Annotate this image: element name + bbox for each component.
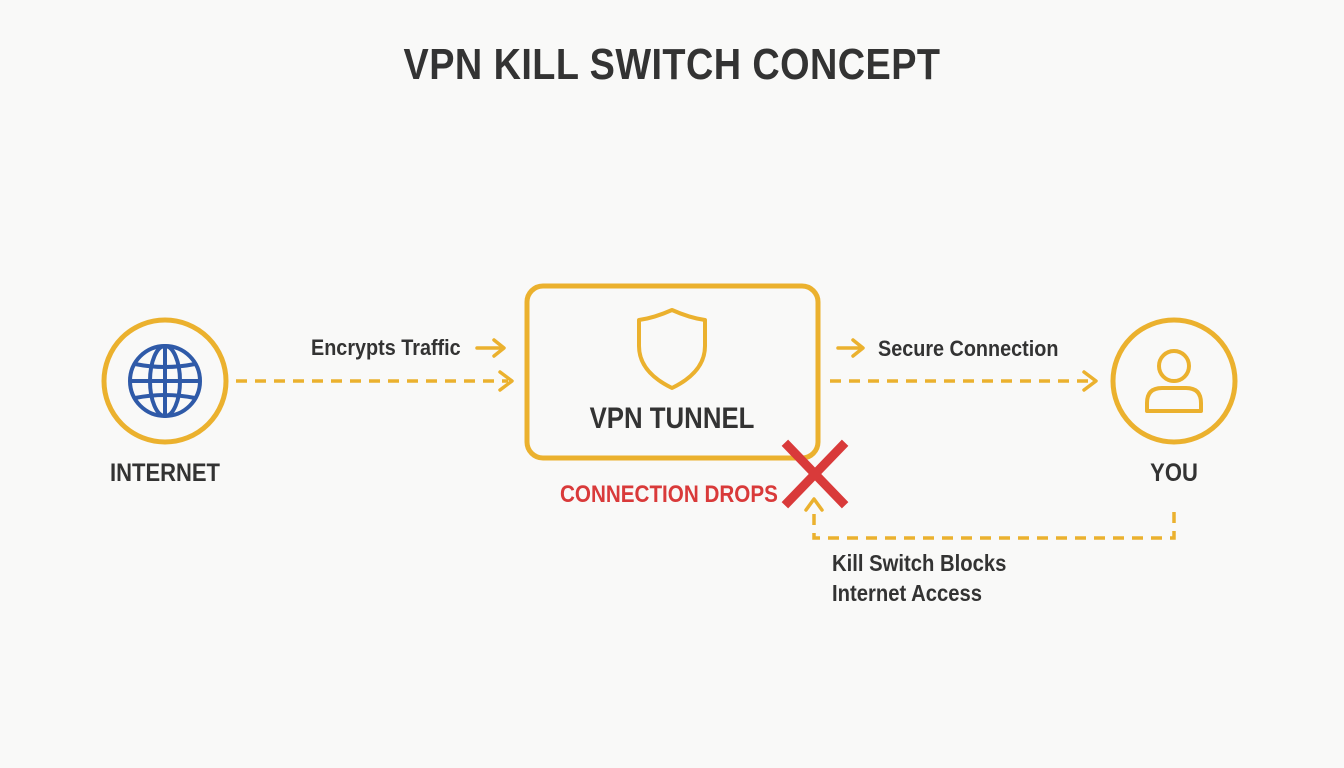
tunnel-box [524,283,821,461]
kill-switch-label-line2: Internet Access [832,580,982,606]
encrypts-arrow-icon [475,338,506,358]
arrow-internet-to-tunnel [236,370,514,392]
arrow-tunnel-to-you [830,370,1098,392]
vpn-tunnel-label: VPN TUNNEL [589,402,755,435]
connection-drops-label: CONNECTION DROPS [560,481,778,508]
you-label: YOU [1150,459,1198,487]
you-node [1110,317,1238,445]
diagram-title: VPN KILL SWITCH CONCEPT [403,40,941,89]
vpn-tunnel-node [524,283,821,461]
you-circle [1110,317,1238,445]
internet-node [101,317,229,445]
kill-switch-label-line1: Kill Switch Blocks [832,550,1007,576]
kill-switch-label: Kill Switch Blocks Internet Access [832,548,1006,608]
internet-label: INTERNET [110,459,220,487]
x-icon [781,439,849,509]
shield-icon [637,308,707,390]
internet-circle [101,317,229,445]
user-icon [1145,349,1203,413]
globe-icon [128,344,202,418]
encrypts-traffic-label: Encrypts Traffic [311,335,461,360]
secure-connection-label: Secure Connection [878,336,1059,361]
kill-switch-path [804,497,1176,540]
secure-arrow-icon [836,338,865,358]
